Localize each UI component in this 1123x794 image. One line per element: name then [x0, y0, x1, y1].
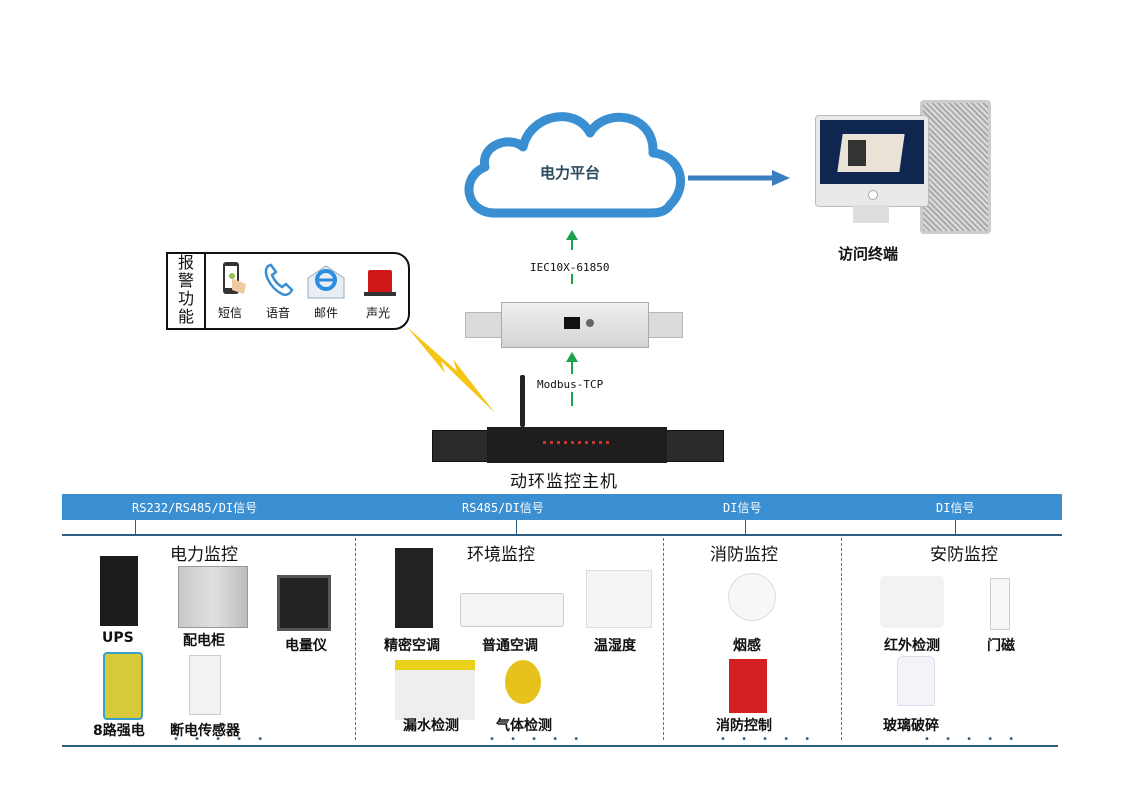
column-separator: [355, 538, 356, 740]
precision-ac-image: [395, 548, 433, 628]
device-label: 电量仪: [285, 638, 327, 654]
alarm-item-email: 邮件: [304, 260, 348, 324]
alarm-title-char: 功: [177, 289, 194, 308]
category-title-fire: 消防监控: [710, 545, 778, 565]
bus-signal-label: DI信号: [723, 501, 762, 515]
category-title-power: 电力监控: [170, 545, 238, 565]
category-title-environment: 环境监控: [467, 545, 535, 565]
arrow-up-iec: [566, 230, 578, 286]
bus-drop-line: [955, 520, 956, 534]
infrared-detector-image: [880, 576, 944, 628]
rack-graphic: [848, 140, 866, 166]
alarm-item-voice: 语音: [258, 260, 298, 324]
alarm-title-char: 警: [177, 271, 194, 290]
alarm-item-label: 短信: [218, 306, 243, 320]
host-label: 动环监控主机: [510, 472, 618, 492]
monitor-logo: [868, 190, 878, 200]
bottom-divider: [62, 745, 1058, 747]
device-label: 8路强电: [93, 723, 145, 739]
column-separator: [841, 538, 842, 740]
device-label: 消防控制: [716, 718, 772, 734]
distribution-cabinet-image: [178, 566, 248, 628]
bus-signal-label: RS232/RS485/DI信号: [132, 501, 258, 515]
device-label: 红外检测: [884, 638, 940, 654]
host-front-panel: [487, 427, 667, 463]
smoke-detector-image: [728, 573, 776, 621]
protocol-modbus-label: Modbus-TCP: [537, 378, 604, 391]
alarm-title-box: 报 警 功 能: [166, 252, 206, 330]
arrow-up-modbus: [566, 352, 578, 406]
device-label: 气体检测: [496, 718, 552, 734]
power-cut-sensor-image: [189, 655, 221, 715]
terminal-computer: [815, 100, 991, 234]
email-icon: [307, 265, 345, 299]
monitor-screen: [820, 120, 924, 184]
temp-humidity-sensor-image: [586, 570, 652, 628]
more-dots: • • • • •: [924, 734, 1021, 745]
more-dots: • • • • •: [489, 734, 586, 745]
wireless-bolt-icon: [407, 327, 495, 413]
device-label: 配电柜: [183, 633, 225, 649]
glass-break-detector-image: [897, 656, 935, 706]
more-dots: • • • • •: [173, 734, 270, 745]
protocol-gateway-device: [465, 300, 683, 348]
device-label: 断电传感器: [170, 723, 240, 739]
alarm-item-siren: 声光: [358, 260, 402, 324]
device-label: 漏水检测: [403, 718, 459, 734]
column-separator: [663, 538, 664, 740]
bus-signal-label: DI信号: [936, 501, 975, 515]
lcd-screen: [564, 317, 580, 329]
alarm-functions-panel: 报 警 功 能 短信 语音 邮件 声光: [166, 252, 410, 330]
gateway-front-panel: [501, 302, 649, 348]
monitoring-host-device: [432, 375, 724, 465]
keypad: [586, 319, 594, 327]
bus-drop-line: [516, 520, 517, 534]
split-ac-image: [460, 593, 564, 627]
top-divider: [62, 534, 1062, 536]
bus-drop-line: [745, 520, 746, 534]
alarm-item-label: 语音: [266, 306, 291, 320]
siren-icon: [364, 270, 396, 296]
device-label: 门磁: [987, 638, 1015, 654]
cloud-shape: [464, 112, 685, 218]
device-label: 烟感: [733, 638, 761, 654]
alarm-title-char: 能: [177, 307, 194, 326]
door-magnet-image: [990, 578, 1010, 630]
monitor: [815, 115, 929, 207]
water-leak-sensor-image: [395, 660, 475, 720]
gas-detector-image: [505, 660, 541, 704]
device-label: 玻璃破碎: [883, 718, 939, 734]
category-title-security: 安防监控: [930, 545, 998, 565]
ups-image: [100, 556, 138, 626]
device-label: 温湿度: [594, 638, 636, 654]
alarm-item-label: 邮件: [314, 306, 339, 320]
signal-bus-bar: [62, 494, 1062, 520]
fire-cabinet-image: [729, 659, 767, 713]
alarm-title-char: 报: [177, 253, 194, 272]
antenna: [520, 375, 525, 427]
terminal-label: 访问终端: [838, 245, 899, 263]
arrow-to-terminal: [688, 170, 790, 186]
bus-drop-line: [135, 520, 136, 534]
cloud-label: 电力平台: [540, 164, 601, 182]
computer-tower: [920, 100, 991, 234]
bus-signal-label: RS485/DI信号: [462, 501, 544, 515]
alarm-item-sms: 短信: [214, 260, 254, 324]
telephone-icon: [264, 263, 294, 297]
device-label: 普通空调: [482, 638, 538, 654]
power-meter-image: [277, 575, 331, 631]
relay-module-image: [103, 652, 143, 720]
monitor-stand: [853, 205, 889, 223]
more-dots: • • • • •: [720, 734, 817, 745]
status-leds: [543, 441, 613, 444]
alarm-item-label: 声光: [366, 306, 391, 320]
device-label: UPS: [102, 630, 134, 646]
phone-tap-icon: [223, 262, 246, 294]
protocol-iec-label: IEC10X-61850: [530, 261, 610, 274]
device-label: 精密空调: [384, 638, 440, 654]
